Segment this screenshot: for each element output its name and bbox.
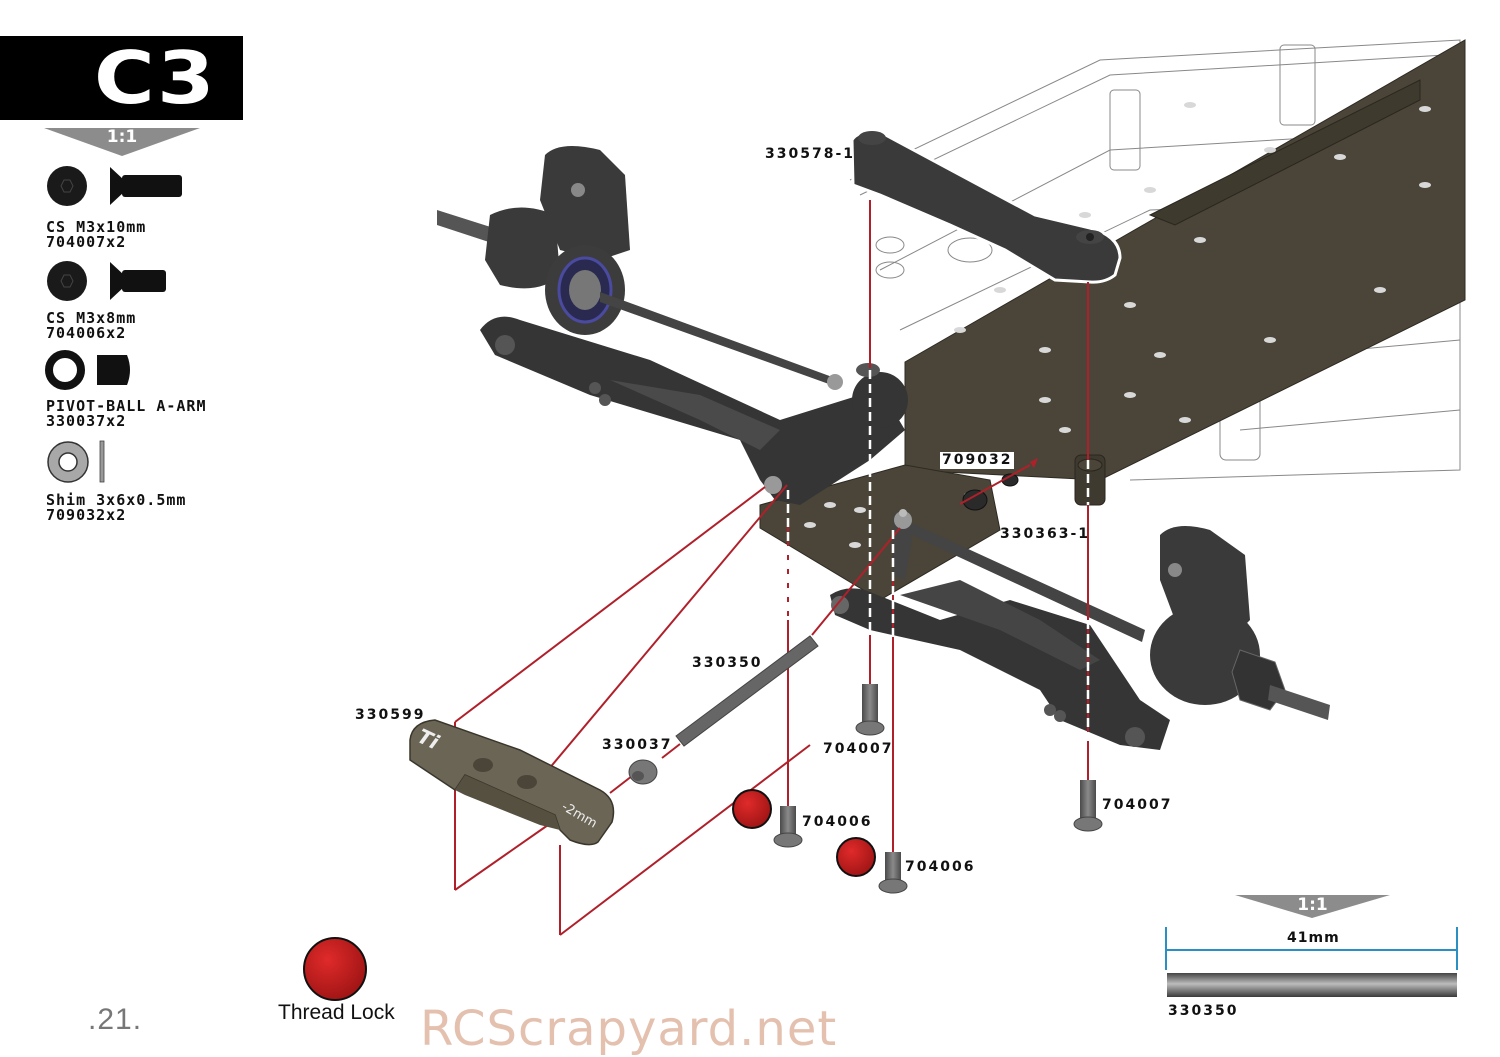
screw-m3x8-left-icon bbox=[773, 806, 803, 848]
callout-arm-mount-top: 330578-1 bbox=[765, 146, 855, 162]
part-name: CS M3x8mm bbox=[46, 309, 137, 327]
screws bbox=[773, 684, 1103, 894]
shim-washer-icon bbox=[47, 440, 105, 483]
callout-shim: 709032 bbox=[940, 452, 1015, 469]
measure-part-code: 330350 bbox=[1166, 1003, 1241, 1020]
step-label: C3 bbox=[94, 36, 217, 120]
callout-screw-m3x8-left: 704006 bbox=[802, 814, 873, 830]
part-name: CS M3x10mm bbox=[46, 218, 147, 236]
thread-lock-legend-label: Thread Lock bbox=[278, 1001, 395, 1024]
parts-list-item: CS M3x8mm 704006x2 bbox=[46, 311, 136, 341]
callout-arm-mount-block: 330599 bbox=[355, 707, 426, 723]
left-suspension-assembly bbox=[437, 146, 908, 505]
arrow-head-icon bbox=[1030, 458, 1038, 468]
thread-lock-dot-icon bbox=[836, 837, 876, 877]
countersunk-screw-icon bbox=[47, 261, 166, 301]
parts-list-item: Shim 3x6x0.5mm 709032x2 bbox=[46, 493, 186, 523]
thread-lock-dot-icon bbox=[732, 789, 772, 829]
parts-list-icons bbox=[45, 166, 182, 483]
callout-screw-m3x8-right: 704006 bbox=[905, 859, 976, 875]
callout-bulkhead: 330363-1 bbox=[1000, 526, 1090, 542]
screw-m3x8-right-icon bbox=[878, 852, 908, 894]
measure-length-label: 41mm bbox=[1284, 930, 1343, 947]
thread-lock-markers bbox=[303, 789, 876, 1001]
scale-arrow-icon bbox=[44, 128, 200, 156]
parts-scale-indicator: 1:1 bbox=[44, 127, 200, 156]
part-code: 704006x2 bbox=[46, 324, 127, 342]
callout-hinge-pin: 330350 bbox=[692, 655, 763, 671]
thread-lock-legend-icon bbox=[303, 937, 367, 1001]
screw-m3x10-right-icon bbox=[1073, 780, 1103, 832]
right-suspension-assembly bbox=[830, 509, 1330, 750]
part-name: Shim 3x6x0.5mm bbox=[46, 491, 187, 509]
callout-pivot-ball: 330037 bbox=[602, 737, 673, 753]
callout-screw-m3x10-right: 704007 bbox=[1102, 797, 1173, 813]
callout-screw-m3x10-left: 704007 bbox=[823, 741, 894, 757]
measure-scale-label: 1:1 bbox=[1297, 895, 1328, 915]
countersunk-screw-icon bbox=[47, 166, 182, 206]
page-number: .21. bbox=[88, 1003, 143, 1036]
watermark-text: RCScrapyard.net bbox=[420, 1001, 838, 1057]
hinge-pin-actual-size bbox=[1167, 973, 1457, 997]
measure-scale-arrow-icon bbox=[1235, 895, 1390, 918]
part-code: 709032x2 bbox=[46, 506, 127, 524]
shim-washers bbox=[962, 473, 1019, 511]
hinge-pin-part bbox=[675, 635, 819, 747]
part-code: 330037x2 bbox=[46, 412, 127, 430]
parts-list-item: PIVOT-BALL A-ARM 330037x2 bbox=[46, 399, 207, 429]
step-header: C3 bbox=[0, 36, 243, 120]
pivot-ball-part bbox=[628, 759, 658, 785]
chassis-plate bbox=[759, 39, 1466, 601]
arm-mount-block-part bbox=[409, 719, 615, 846]
parts-list-item: CS M3x10mm 704007x2 bbox=[46, 220, 146, 250]
measure-diagram bbox=[1165, 895, 1458, 997]
parts-scale-label: 1:1 bbox=[106, 127, 138, 147]
part-code: 704007x2 bbox=[46, 233, 127, 251]
screw-m3x10-left-icon bbox=[855, 684, 885, 736]
pivot-ball-icon bbox=[45, 350, 130, 390]
part-name: PIVOT-BALL A-ARM bbox=[46, 397, 207, 415]
arm-mount-top-part bbox=[850, 130, 1122, 284]
hidden-guide-lines bbox=[786, 370, 1090, 745]
